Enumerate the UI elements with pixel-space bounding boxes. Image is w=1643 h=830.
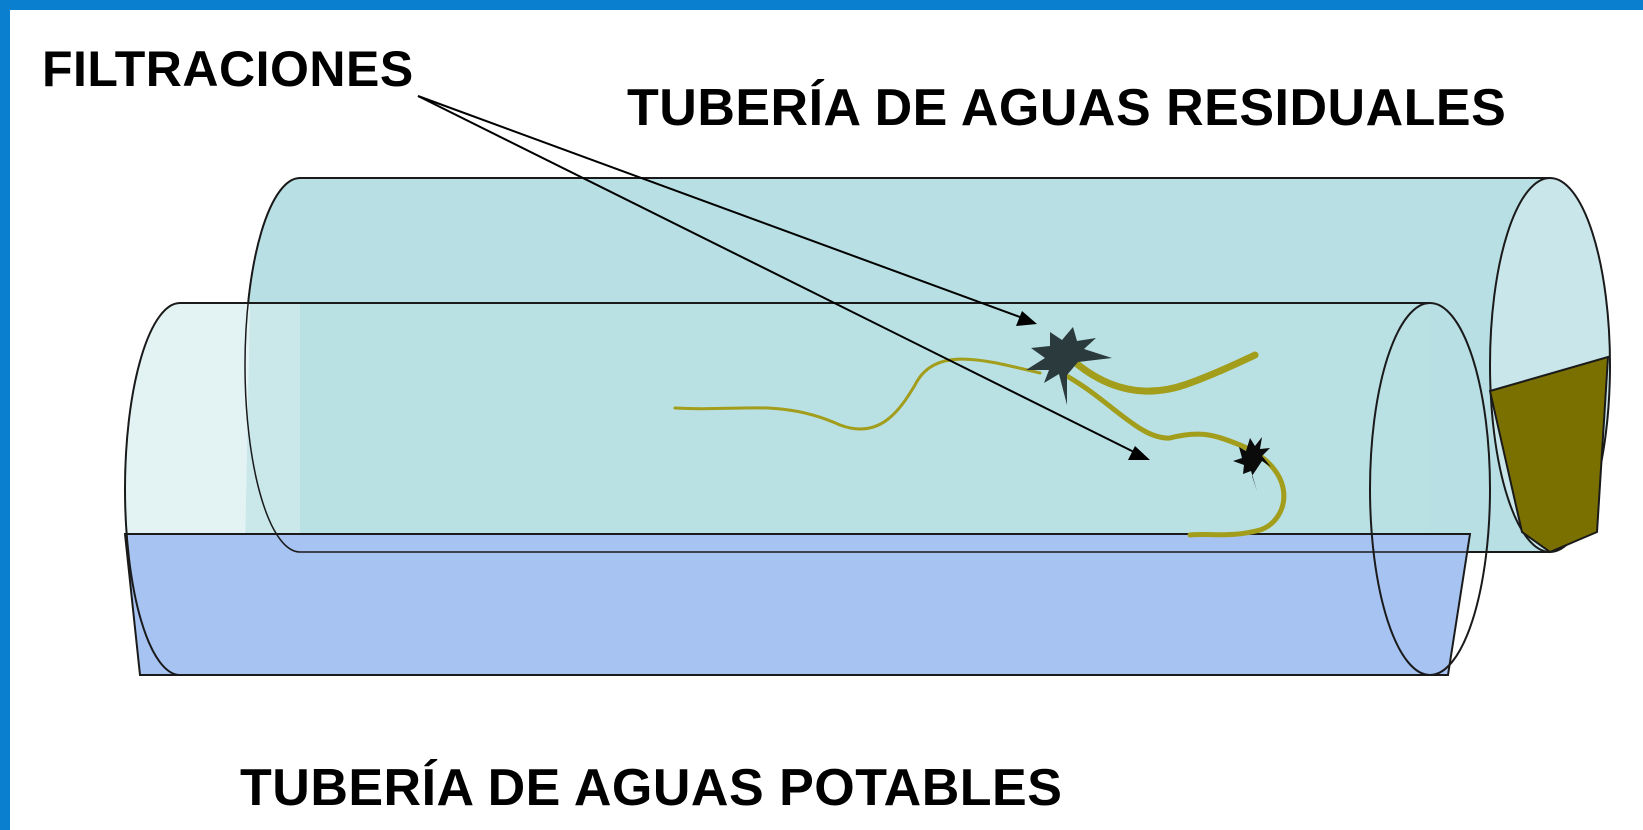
arrow-lower-head bbox=[1128, 446, 1150, 460]
lower-crack bbox=[1062, 372, 1287, 538]
diagram-frame: FILTRACIONES TUBERÍA DE AGUAS RESIDUALES… bbox=[10, 10, 1643, 830]
drinking-pipe-left-shade bbox=[245, 303, 300, 552]
sewage-pipe-silhouette bbox=[244, 177, 1550, 553]
drinking-pipe-outline bbox=[124, 302, 1430, 676]
upper-crack bbox=[1066, 351, 1259, 395]
drinking-pipe bbox=[123, 177, 1550, 676]
sewage-fill bbox=[1488, 355, 1610, 554]
cracks bbox=[673, 351, 1287, 538]
drinking-pipe-label: TUBERÍA DE AGUAS POTABLES bbox=[240, 759, 1063, 817]
drinking-pipe-end bbox=[1369, 302, 1491, 676]
pipe-diagram bbox=[123, 95, 1611, 676]
leak-arrows bbox=[417, 95, 1150, 460]
water-level bbox=[123, 533, 1472, 676]
arrow-upper-head bbox=[1016, 311, 1037, 326]
leaks-label: FILTRACIONES bbox=[42, 41, 414, 97]
thin-crack bbox=[673, 357, 1042, 431]
leak-burst-lower bbox=[1233, 437, 1271, 491]
sewage-pipe-label: TUBERÍA DE AGUAS RESIDUALES bbox=[627, 79, 1507, 137]
leak-burst-upper bbox=[1026, 327, 1112, 405]
arrow-lower-line bbox=[417, 95, 1141, 456]
arrow-upper-line bbox=[417, 95, 1029, 321]
